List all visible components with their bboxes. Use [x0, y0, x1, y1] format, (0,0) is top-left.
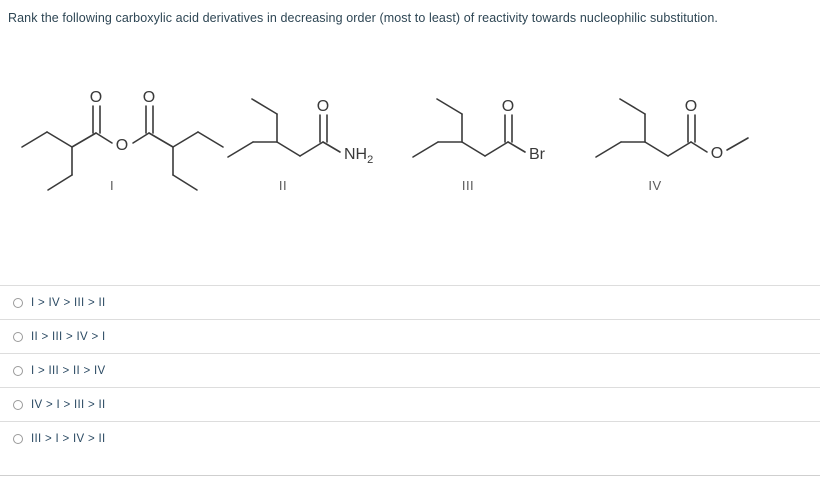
structures-drawing: O O O O NH2	[21, 89, 749, 191]
option-row[interactable]: I > III > II > IV	[0, 353, 820, 387]
atom-label-o: O	[711, 145, 723, 162]
atom-label-o: O	[116, 137, 128, 154]
atom-label-o: O	[502, 98, 514, 115]
page-title: Rank the following carboxylic acid deriv…	[8, 11, 718, 25]
atom-label-o: O	[685, 98, 697, 115]
bottom-divider	[0, 475, 820, 476]
radio-button-icon[interactable]	[13, 365, 23, 376]
atom-label-o: O	[143, 89, 155, 106]
structure-label-2: II	[278, 178, 288, 193]
option-label: II > III > IV > I	[31, 330, 106, 343]
structure-label-1: I	[109, 178, 115, 193]
radio-button-icon[interactable]	[13, 399, 23, 410]
radio-button-icon[interactable]	[13, 331, 23, 342]
atom-label-o: O	[317, 98, 329, 115]
structure-gallery: O O O O NH2	[0, 62, 820, 212]
option-label: I > III > II > IV	[31, 364, 106, 377]
answer-options-list: I > IV > III > II II > III > IV > I I > …	[0, 285, 820, 455]
radio-button-icon[interactable]	[13, 433, 23, 444]
structure-label-4: IV	[648, 178, 662, 193]
option-row[interactable]: I > IV > III > II	[0, 285, 820, 319]
option-row[interactable]: III > I > IV > II	[0, 421, 820, 455]
atom-label-o: O	[90, 89, 102, 106]
radio-button-icon[interactable]	[13, 297, 23, 308]
option-label: I > IV > III > II	[31, 296, 106, 309]
option-label: IV > I > III > II	[31, 398, 106, 411]
atom-label-br: Br	[529, 146, 546, 163]
option-row[interactable]: IV > I > III > II	[0, 387, 820, 421]
option-row[interactable]: II > III > IV > I	[0, 319, 820, 353]
atom-label-nh2: NH2	[344, 146, 373, 166]
structure-label-3: III	[461, 178, 475, 193]
option-label: III > I > IV > II	[31, 432, 106, 445]
